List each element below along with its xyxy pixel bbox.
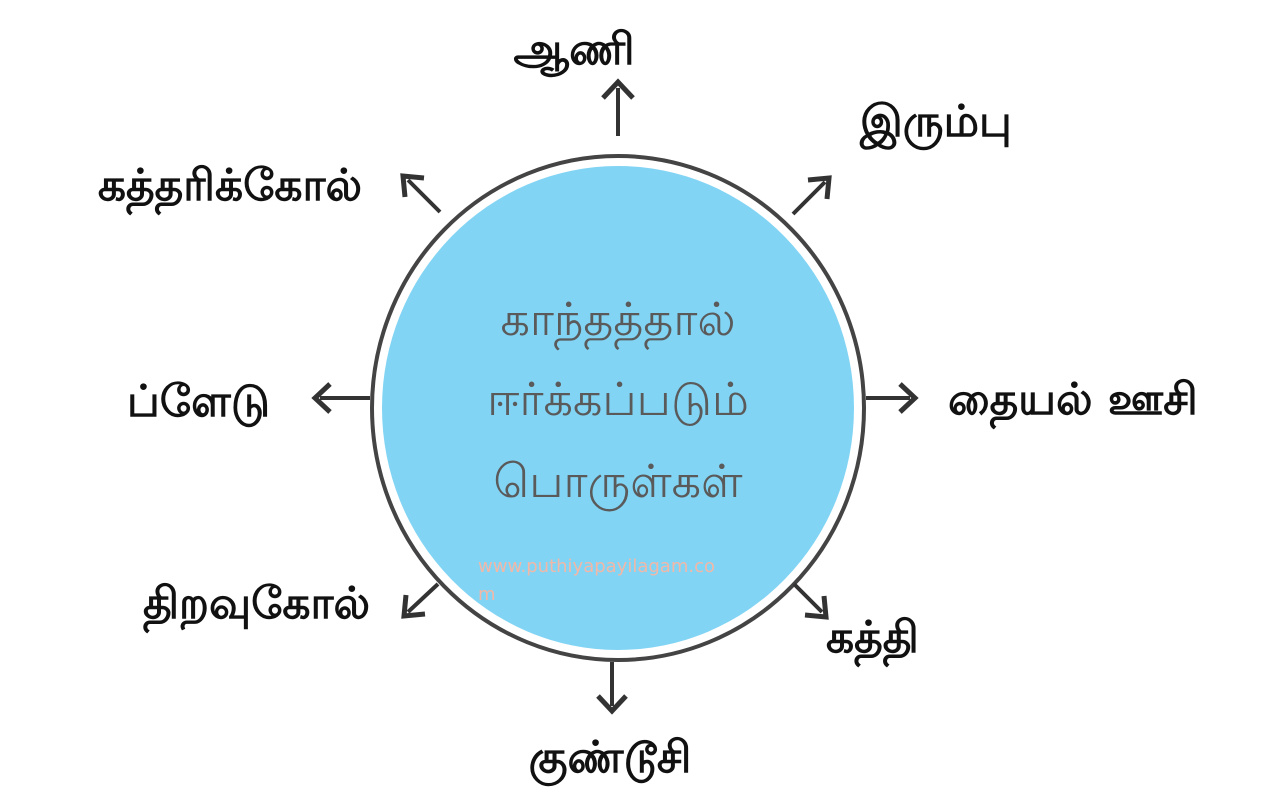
- arrowhead-bottom: [596, 694, 628, 715]
- arrow-top-left: [406, 178, 442, 214]
- arrowhead-bottom-left: [401, 594, 426, 619]
- label-bottom: குண்டூசி: [529, 732, 692, 787]
- arrowhead-top-left: [400, 173, 425, 198]
- label-right: தையல் ஊசி: [948, 374, 1198, 429]
- center-line-3: பொருள்கள்: [493, 454, 743, 511]
- center-line-2: ஈர்க்கப்படும்: [487, 372, 749, 426]
- label-bottom-right: கத்தி: [826, 612, 919, 667]
- watermark-line-2: m: [478, 584, 496, 605]
- arrowhead-right: [898, 382, 919, 414]
- arrowhead-top-right: [807, 175, 832, 200]
- center-circle-fill: [382, 166, 854, 650]
- arrowhead-left: [311, 382, 332, 414]
- label-bottom-left: திறவுகோல்: [143, 578, 370, 633]
- arrowhead-top: [601, 78, 635, 100]
- arrow-bottom-right: [792, 582, 824, 614]
- label-left: ப்ளேடு: [127, 376, 270, 427]
- label-top: ஆணி: [513, 24, 634, 77]
- watermark-line-1: www.puthiyapayilagam.co: [478, 556, 715, 577]
- center-line-1: காந்தத்தால்: [500, 292, 735, 350]
- arrows: [311, 78, 919, 715]
- label-top-right: இரும்பு: [859, 96, 1012, 151]
- arrowhead-bottom-right: [804, 595, 829, 620]
- arrow-top-right: [791, 180, 827, 216]
- label-top-left: கத்தரிக்கோல்: [98, 160, 362, 215]
- arrow-bottom-left: [406, 582, 440, 614]
